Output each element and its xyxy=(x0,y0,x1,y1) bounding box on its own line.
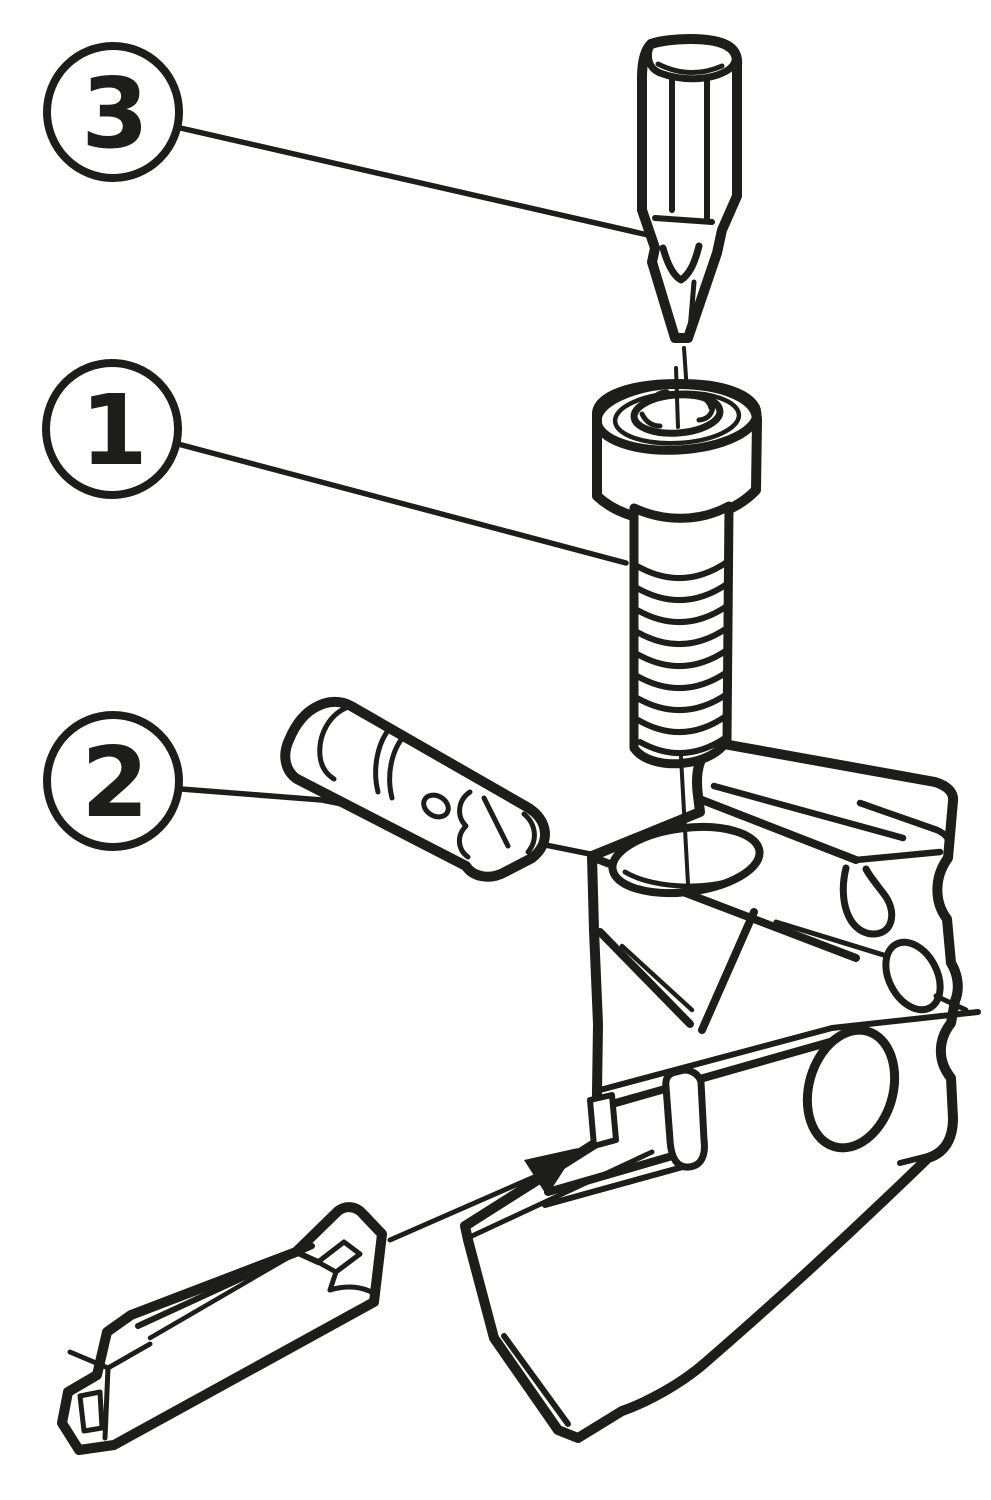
countersink-lines xyxy=(596,908,758,1034)
clamp-screw-icon xyxy=(592,366,762,886)
callout-1: 1 xyxy=(42,359,182,499)
pin-groove xyxy=(373,725,407,801)
callout-1-circle xyxy=(42,359,182,499)
hook-detail xyxy=(839,864,896,938)
insertion-arrow xyxy=(387,1148,578,1243)
pin-outline xyxy=(280,696,550,882)
arrow-tail xyxy=(387,1174,537,1243)
insert-tip-left xyxy=(67,1341,153,1441)
pin-end-slot xyxy=(457,789,537,860)
screw-threads xyxy=(634,559,730,756)
insert-icon xyxy=(57,1202,387,1455)
callout-2-label: 2 xyxy=(81,726,149,839)
leader-line-3 xyxy=(173,124,651,238)
pin-hole xyxy=(773,919,969,1014)
callout-2: 2 xyxy=(43,711,183,851)
bit-outline xyxy=(637,34,743,343)
leader-line-1 xyxy=(175,441,629,566)
callout-3: 3 xyxy=(43,42,183,182)
callout-3-circle xyxy=(43,42,183,182)
front-face-lines xyxy=(501,1152,935,1427)
torx-driver-bit-icon xyxy=(637,34,743,394)
bit-torx-flute xyxy=(659,242,703,284)
arrow-head xyxy=(524,1148,578,1196)
callout-3-label: 3 xyxy=(81,57,149,170)
screw-torx-socket xyxy=(630,366,724,437)
insert-dots xyxy=(211,1276,233,1292)
callout-2-circle xyxy=(43,711,183,851)
insert-rib xyxy=(135,1243,315,1341)
clamp-finger xyxy=(662,1066,708,1171)
screw-shank xyxy=(629,501,734,769)
edge-reliefs xyxy=(936,859,953,1078)
locating-pin-icon xyxy=(280,696,550,882)
side-hole xyxy=(802,1025,900,1153)
insert-tip-right xyxy=(293,1239,378,1297)
callout-1-label: 1 xyxy=(80,374,148,487)
axis-line-screw-body xyxy=(679,755,690,886)
insert-outline xyxy=(57,1202,387,1455)
seat-post xyxy=(587,1092,619,1149)
pin-dimple xyxy=(421,792,451,820)
clamp-block xyxy=(698,782,954,864)
